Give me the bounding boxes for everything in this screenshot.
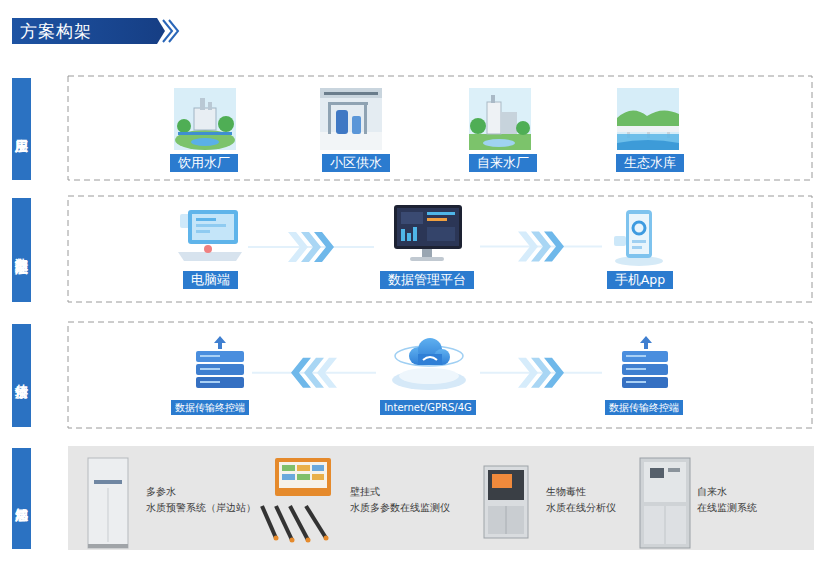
waterworks-icon [469,88,531,150]
chevron-head [291,358,311,388]
component-node: 小区供水 [316,86,396,172]
layer-title: 数据处理层 [12,198,31,302]
component-label: 生态水库 [616,154,684,172]
layer-band: 感知层 [12,446,815,550]
chevron-head [544,232,564,262]
component-label: 自来水厂 [469,154,537,172]
phone-icon [614,210,663,266]
chevron-head [531,358,551,388]
chevron-head [531,232,551,262]
flow-connector [480,232,602,262]
component-node: 手机App [602,204,678,289]
component-node: 数据管理平台 [374,204,480,289]
chevron-head [304,358,324,388]
component-node: 饮用水厂 [164,86,244,172]
layer-frame [68,196,812,302]
label-stack: 数据传输终控端 [168,400,252,415]
monitor-icon [394,205,462,261]
layer-band: 数据处理层电脑端 数据管理平台 手机App [12,196,814,303]
component-label: 小区供水 [322,154,390,172]
plant-icon [174,88,236,150]
connector-line [248,246,374,248]
label-stack: 自来水厂 [463,154,543,172]
connector-line [252,372,376,374]
device-caption: 自来水 在线监测系统 [697,484,826,516]
flow-connector [252,358,376,388]
device-caption: 生物毒性 水质在线分析仪 [546,484,676,516]
component-label: 手机App [607,271,673,289]
layer-title: 感知层 [12,448,31,549]
component-node: Internet/GPRS/4G [376,328,480,415]
layer-frame [68,322,812,428]
chevron-head [317,358,337,388]
label-stack: Internet/GPRS/4G [376,400,480,415]
chevron-head [518,358,538,388]
label-stack: 小区供水 [316,154,396,172]
component-label: 饮用水厂 [170,154,238,172]
reservoir-icon [617,88,679,150]
component-node: 数据传输终控端 [168,333,252,415]
pump-room-icon [320,88,382,150]
flow-connector [480,358,602,388]
layer-title: 应用层 [12,78,31,180]
chevron-head [314,232,334,262]
title-banner [12,18,178,44]
component-label: 电脑端 [183,271,238,289]
flow-connector [248,232,374,262]
chevron-head [301,232,321,262]
label-stack: 电脑端 [172,271,248,289]
component-label: 数据管理平台 [380,271,474,289]
label-stack: 数据管理平台 [374,271,480,289]
analyzer-device [484,466,528,538]
label-stack: 生态水库 [610,154,690,172]
computer-icon [178,210,242,261]
component-label: 数据传输终控端 [171,400,249,415]
layer-title: 传输层 [12,324,31,427]
component-node: 电脑端 [172,206,248,289]
layer-frame [68,76,812,180]
cloud-icon [392,338,466,390]
component-node: 自来水厂 [463,86,543,172]
component-node: 数据传输终控端 [602,333,686,415]
layer-band: 传输层数据传输终控端 Internet/GPRS/4G 数据传输终控端 [12,322,814,428]
connector-line [480,372,602,374]
component-label: 数据传输终控端 [605,400,683,415]
server-icon [622,336,668,388]
chevron-head [518,232,538,262]
chevron-head [288,232,308,262]
layer-band: 应用层饮用水厂 小区供水 自来水厂 生态水库 [12,76,814,181]
connector-line [480,246,602,248]
component-label: Internet/GPRS/4G [380,400,476,415]
label-stack: 手机App [602,271,678,289]
device-caption: 壁挂式 水质多参数在线监测仪 [350,484,480,516]
component-node: 生态水库 [610,86,690,172]
wall-monitor-device [262,458,331,543]
server-icon [196,336,244,388]
chevron-head [544,358,564,388]
page-title: 方案构架 [20,18,92,44]
label-stack: 饮用水厂 [164,154,244,172]
layer-frame [68,446,814,550]
cabinet-device [640,458,690,548]
device-caption: 多参水 水质预警系统（岸边站） [146,484,276,516]
cabinet-device [88,458,128,548]
label-stack: 数据传输终控端 [602,400,686,415]
